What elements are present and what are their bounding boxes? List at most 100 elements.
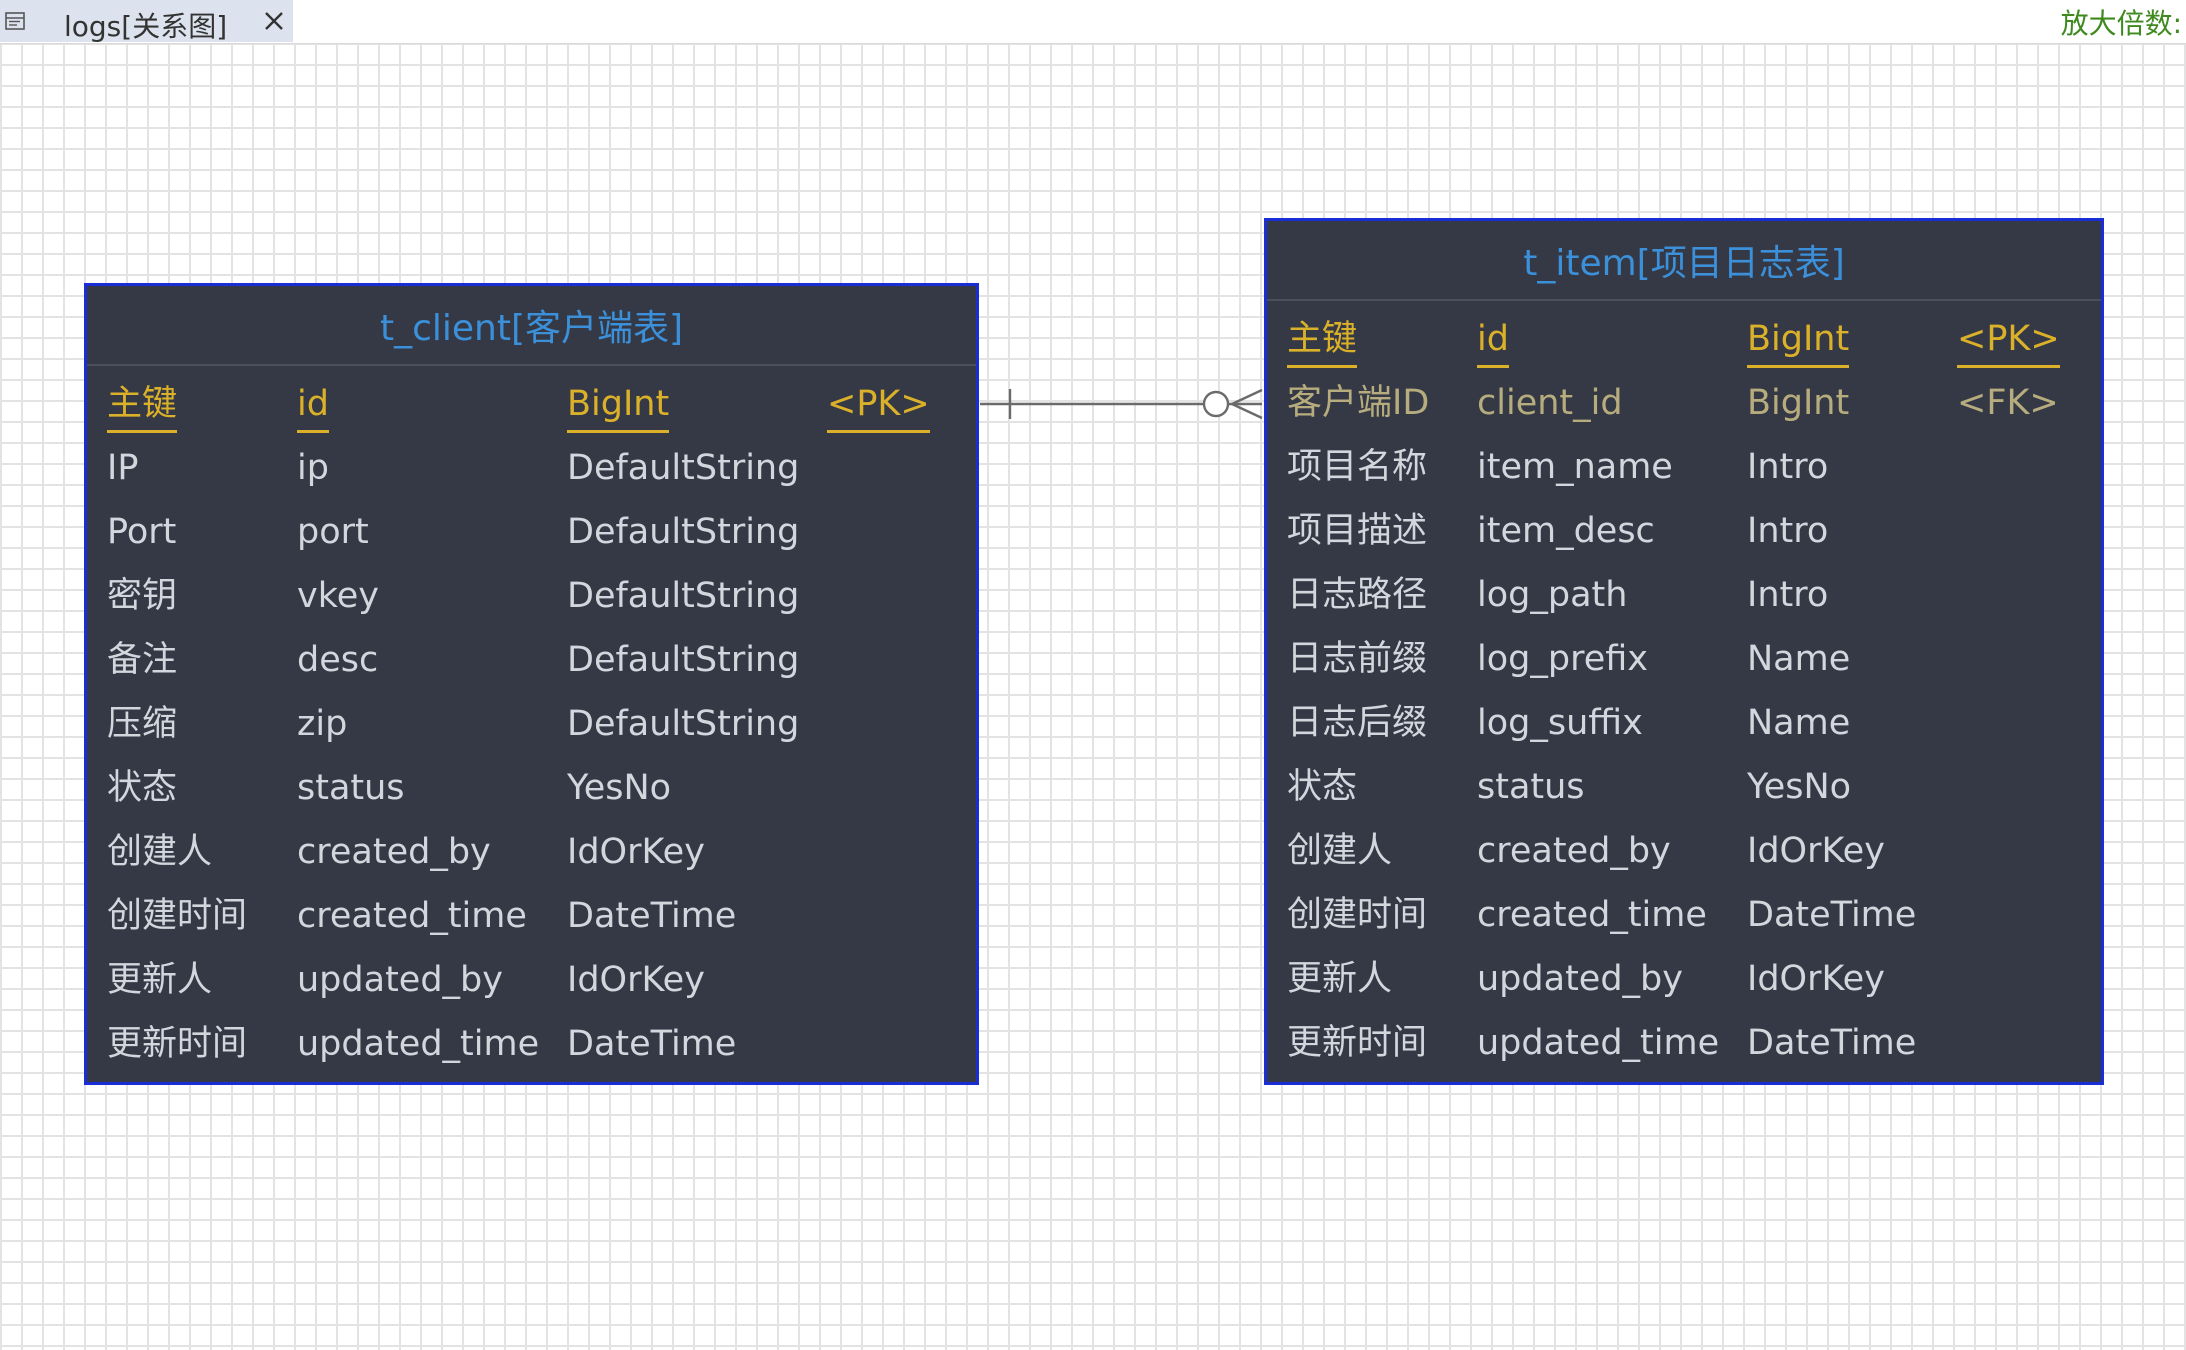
field-key-text: <FK> — [1957, 383, 2059, 423]
field-type-text: Intro — [1747, 575, 1829, 615]
field-type: Intro — [1747, 499, 1828, 563]
entity-field-row[interactable]: Port port DefaultString — [87, 500, 976, 564]
field-type-text: DefaultString — [567, 512, 800, 552]
field-type: DefaultString — [567, 628, 799, 692]
field-name: updated_by — [297, 948, 503, 1012]
field-type: DateTime — [1747, 1011, 1916, 1075]
field-name: ip — [297, 436, 329, 500]
field-label: 备注 — [107, 628, 177, 692]
field-label: 主键 — [107, 372, 178, 436]
field-label-text: 客户端ID — [1287, 383, 1430, 423]
field-type: BigInt — [1747, 307, 1850, 371]
tab-logs-diagram[interactable]: logs[关系图] — [0, 0, 293, 43]
field-name-text: status — [297, 768, 405, 808]
close-icon[interactable] — [262, 9, 286, 33]
field-label-text: 日志前缀 — [1287, 639, 1428, 679]
field-name-text: status — [1477, 767, 1585, 807]
field-label-text: 创建人 — [1287, 831, 1393, 871]
field-name: status — [297, 756, 405, 820]
field-name-text: updated_by — [297, 960, 503, 1000]
field-name-text: id — [297, 384, 329, 433]
field-name-text: desc — [297, 640, 379, 680]
entity-field-row[interactable]: 日志路径 log_path Intro — [1267, 563, 2101, 627]
field-label-text: 创建人 — [107, 832, 213, 872]
field-name-text: log_path — [1477, 575, 1628, 615]
field-type-text: DefaultString — [567, 576, 800, 616]
field-name-text: vkey — [297, 576, 379, 616]
field-label-text: 更新时间 — [1287, 1023, 1428, 1063]
field-type: Name — [1747, 691, 1850, 755]
entity-title: t_item[项目日志表] — [1267, 221, 2101, 301]
field-name-text: created_by — [297, 832, 491, 872]
field-label: 更新人 — [1287, 947, 1392, 1011]
field-label: 创建人 — [1287, 819, 1392, 883]
field-type: DateTime — [1747, 883, 1916, 947]
field-name-text: port — [297, 512, 369, 552]
field-label-text: 压缩 — [107, 704, 178, 744]
entity-field-row[interactable]: 备注 desc DefaultString — [87, 628, 976, 692]
entity-field-row[interactable]: 更新人 updated_by IdOrKey — [87, 948, 976, 1012]
field-label: 日志路径 — [1287, 563, 1427, 627]
field-name-text: item_desc — [1477, 511, 1655, 551]
field-type-text: IdOrKey — [1747, 831, 1885, 871]
field-label: 压缩 — [107, 692, 177, 756]
field-name-text: client_id — [1477, 383, 1623, 423]
entity-field-row[interactable]: 主键 id BigInt <PK> — [87, 372, 976, 436]
field-label-text: 项目名称 — [1287, 447, 1428, 487]
field-label-text: 创建时间 — [107, 896, 248, 936]
field-type: DefaultString — [567, 500, 799, 564]
field-label-text: 更新人 — [107, 960, 213, 1000]
field-label-text: 创建时间 — [1287, 895, 1428, 935]
field-type-text: DateTime — [567, 1024, 737, 1064]
field-label: 创建时间 — [1287, 883, 1427, 947]
entity-field-row[interactable]: 密钥 vkey DefaultString — [87, 564, 976, 628]
field-label: 密钥 — [107, 564, 177, 628]
entity-title: t_client[客户端表] — [87, 286, 976, 366]
field-name: vkey — [297, 564, 379, 628]
field-label: 主键 — [1287, 307, 1358, 371]
field-key: <PK> — [1957, 307, 2060, 371]
field-label-text: 主键 — [1287, 319, 1358, 368]
entity-field-row[interactable]: 客户端ID client_id BigInt <FK> — [1267, 371, 2101, 435]
field-type-text: DateTime — [1747, 1023, 1917, 1063]
field-type: IdOrKey — [567, 948, 705, 1012]
field-label: Port — [107, 500, 176, 564]
field-label: 日志后缀 — [1287, 691, 1427, 755]
tab-title: logs[关系图] — [64, 10, 228, 43]
field-name-text: log_prefix — [1477, 639, 1648, 679]
field-name: log_prefix — [1477, 627, 1648, 691]
field-type-text: BigInt — [567, 384, 670, 433]
field-name: id — [297, 372, 329, 436]
field-label: 更新时间 — [107, 1012, 247, 1076]
field-name-text: updated_by — [1477, 959, 1683, 999]
field-key: <FK> — [1957, 371, 2059, 435]
field-key-text: <PK> — [827, 384, 930, 433]
field-type-text: BigInt — [1747, 383, 1850, 423]
field-type-text: Intro — [1747, 511, 1829, 551]
field-name: item_desc — [1477, 499, 1655, 563]
field-label-text: 日志后缀 — [1287, 703, 1428, 743]
field-type: Intro — [1747, 435, 1828, 499]
field-type: DateTime — [567, 1012, 736, 1076]
zoom-label: 放大倍数: — [2060, 7, 2182, 40]
field-type: DateTime — [567, 884, 736, 948]
